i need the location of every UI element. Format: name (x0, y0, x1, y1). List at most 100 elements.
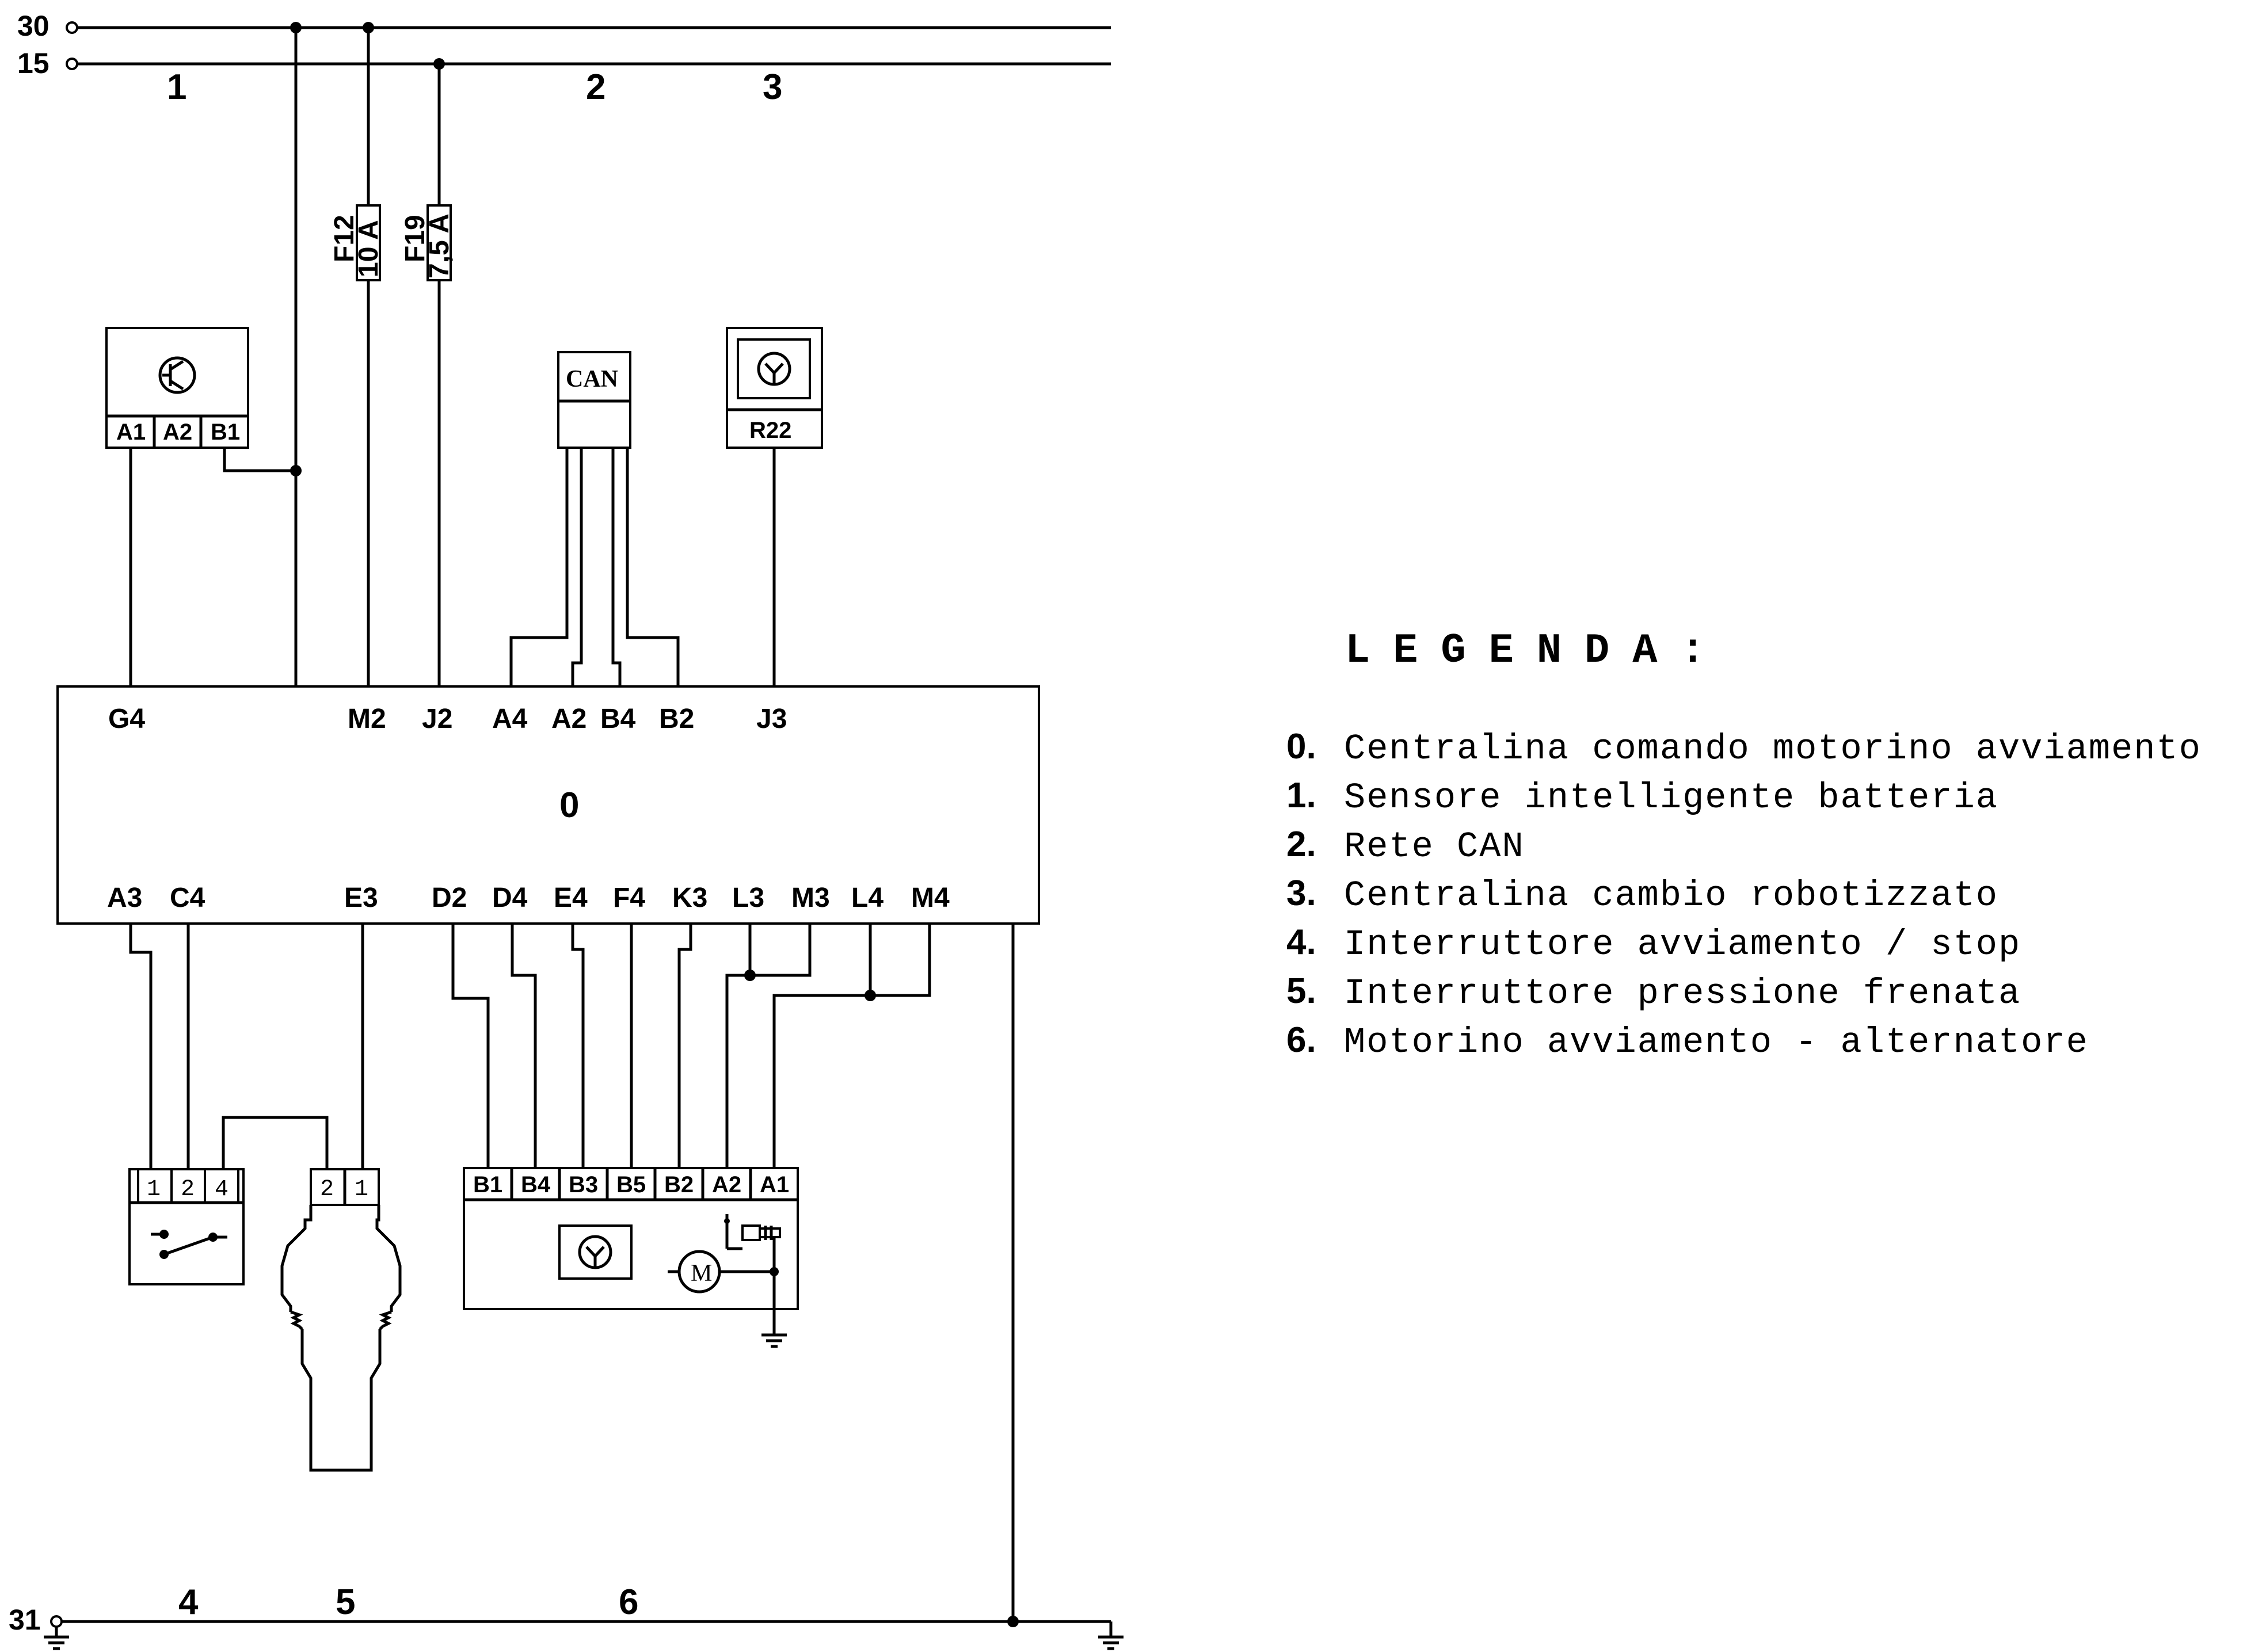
legend-list: 0. Centralina comando motorino avviamento… (1286, 726, 2202, 1069)
legend-item: 6. Motorino avviamento - alternatore (1286, 1020, 2202, 1069)
zone-1-number: 1 (167, 67, 186, 107)
ecu-pin-c4: C4 (170, 883, 205, 913)
gauge-icon (757, 352, 791, 386)
legend-item-text: Sensore intelligente batteria (1344, 777, 1998, 818)
ground-symbol-left (44, 1627, 69, 1650)
lower-wires (129, 924, 1015, 1622)
ecu-pin-l3: L3 (732, 883, 764, 913)
sensor-pin-b1: B1 (211, 419, 240, 445)
legend-item: 0. Centralina comando motorino avviamento (1286, 726, 2202, 775)
ecu-pin-e4: E4 (554, 883, 588, 913)
pressure-pin-2: 2 (320, 1177, 334, 1203)
legend-item-number: 1. (1286, 776, 1316, 815)
ecu-pin-j2: J2 (422, 704, 452, 734)
legend-item-text: Centralina cambio robotizzato (1344, 875, 1998, 916)
rail-30-label: 30 (17, 10, 49, 42)
battery-sensor: A1 A2 B1 (105, 327, 249, 449)
r22-label: R22 (749, 418, 791, 443)
transistor-icon (158, 356, 196, 394)
starter-pin-b1: B1 (473, 1172, 502, 1197)
starter-pin-b5: B5 (616, 1172, 646, 1197)
starter-alternator: B1 B4 B3 B5 B2 A2 A1 M (463, 1167, 799, 1348)
rail-31-ground: 31 (9, 1604, 1124, 1650)
fuse-f12-name: F12 (329, 215, 360, 262)
fuse-f12-rating: 10 A (353, 220, 384, 277)
ecu-pin-a2: A2 (551, 704, 587, 734)
legend-item-text: Centralina comando motorino avviamento (1344, 728, 2202, 769)
ecu-pin-a4: A4 (492, 704, 528, 734)
legend-item-number: 2. (1286, 825, 1316, 864)
gearbox-ecu-r22: R22 (726, 327, 823, 449)
legend: LEGENDA: 0. Centralina comando motorino a… (1286, 627, 2202, 1069)
legend-item-text: Interruttore pressione frenata (1344, 973, 2021, 1014)
legend-item: 4. Interruttore avviamento / stop (1286, 922, 2202, 971)
legend-title: LEGENDA: (1345, 627, 1728, 674)
rail-30: 30 (17, 10, 1111, 42)
rail-15-label: 15 (17, 47, 49, 79)
starter-ecu: G4 M2 J2 A4 A2 B4 B2 J3 0 A3 C4 E3 D2 D4… (56, 685, 1040, 925)
motor-label: M (691, 1260, 712, 1287)
ecu-pin-g4: G4 (108, 704, 145, 734)
ecu-pin-k3: K3 (672, 883, 707, 913)
legend-item: 2. Rete CAN (1286, 824, 2202, 873)
rail-31-label: 31 (9, 1604, 41, 1636)
fuse-f19-rating: 7,5 A (424, 213, 455, 278)
legend-item-number: 0. (1286, 727, 1316, 766)
ecu-pin-d2: D2 (432, 883, 467, 913)
switch-contact-icon (151, 1230, 227, 1259)
rail-15: 15 (17, 47, 1111, 79)
gauge-icon (578, 1235, 612, 1269)
ecu-pin-j3: J3 (756, 704, 787, 734)
legend-item-number: 4. (1286, 922, 1316, 962)
ecu-pin-m2: M2 (348, 704, 386, 734)
start-stop-switch: 1 2 4 (128, 1168, 245, 1285)
legend-item-number: 3. (1286, 873, 1316, 913)
ecu-pin-a3: A3 (107, 883, 142, 913)
legend-item-number: 5. (1286, 971, 1316, 1011)
zone-6-number: 6 (619, 1582, 638, 1622)
motor-icon: M (668, 1250, 774, 1294)
zone-3-number: 3 (763, 67, 782, 107)
starter-pin-b3: B3 (569, 1172, 598, 1197)
ecu-number: 0 (559, 785, 579, 825)
ecu-pin-m3: M3 (791, 883, 830, 913)
legend-item-number: 6. (1286, 1020, 1316, 1060)
ecu-pin-m4: M4 (911, 883, 950, 913)
legend-item: 1. Sensore intelligente batteria (1286, 775, 2202, 824)
ecu-pin-e3: E3 (344, 883, 378, 913)
junction-dots (290, 22, 1019, 1627)
starter-pin-b4: B4 (521, 1172, 551, 1197)
fuse-f12: F12 10 A (329, 204, 384, 281)
zone-2-number: 2 (586, 67, 606, 107)
legend-item: 5. Interruttore pressione frenata (1286, 971, 2202, 1020)
brake-pressure-switch: 2 1 (280, 1168, 402, 1472)
ecu-pin-d4: D4 (492, 883, 528, 913)
can-network: CAN (557, 351, 631, 449)
ecu-pin-b2: B2 (659, 704, 694, 734)
sensor-pin-a1: A1 (116, 419, 146, 445)
switch-pin-1: 1 (147, 1177, 161, 1203)
ecu-pin-l4: L4 (851, 883, 884, 913)
pressure-pin-1: 1 (355, 1177, 368, 1203)
legend-item-text: Rete CAN (1344, 826, 1525, 867)
legend-item: 3. Centralina cambio robotizzato (1286, 873, 2202, 922)
ground-symbol-starter (761, 1333, 787, 1348)
ecu-pin-f4: F4 (613, 883, 645, 913)
can-label: CAN (566, 366, 618, 392)
starter-pin-a1: A1 (760, 1172, 789, 1197)
upper-wires (129, 28, 776, 686)
legend-item-text: Interruttore avviamento / stop (1344, 924, 2021, 965)
starter-pin-b2: B2 (664, 1172, 694, 1197)
solenoid-icon (724, 1214, 781, 1272)
fuse-f19-name: F19 (400, 215, 431, 262)
fuse-f19: F19 7,5 A (400, 204, 455, 281)
starter-pin-a2: A2 (712, 1172, 741, 1197)
sensor-pin-a2: A2 (163, 419, 192, 445)
switch-pin-4: 4 (215, 1177, 229, 1203)
zone-5-number: 5 (336, 1582, 355, 1622)
switch-pin-2: 2 (181, 1177, 195, 1203)
ground-symbol-right (1098, 1622, 1124, 1650)
legend-item-text: Motorino avviamento - alternatore (1344, 1022, 2089, 1063)
zone-4-number: 4 (178, 1582, 199, 1622)
